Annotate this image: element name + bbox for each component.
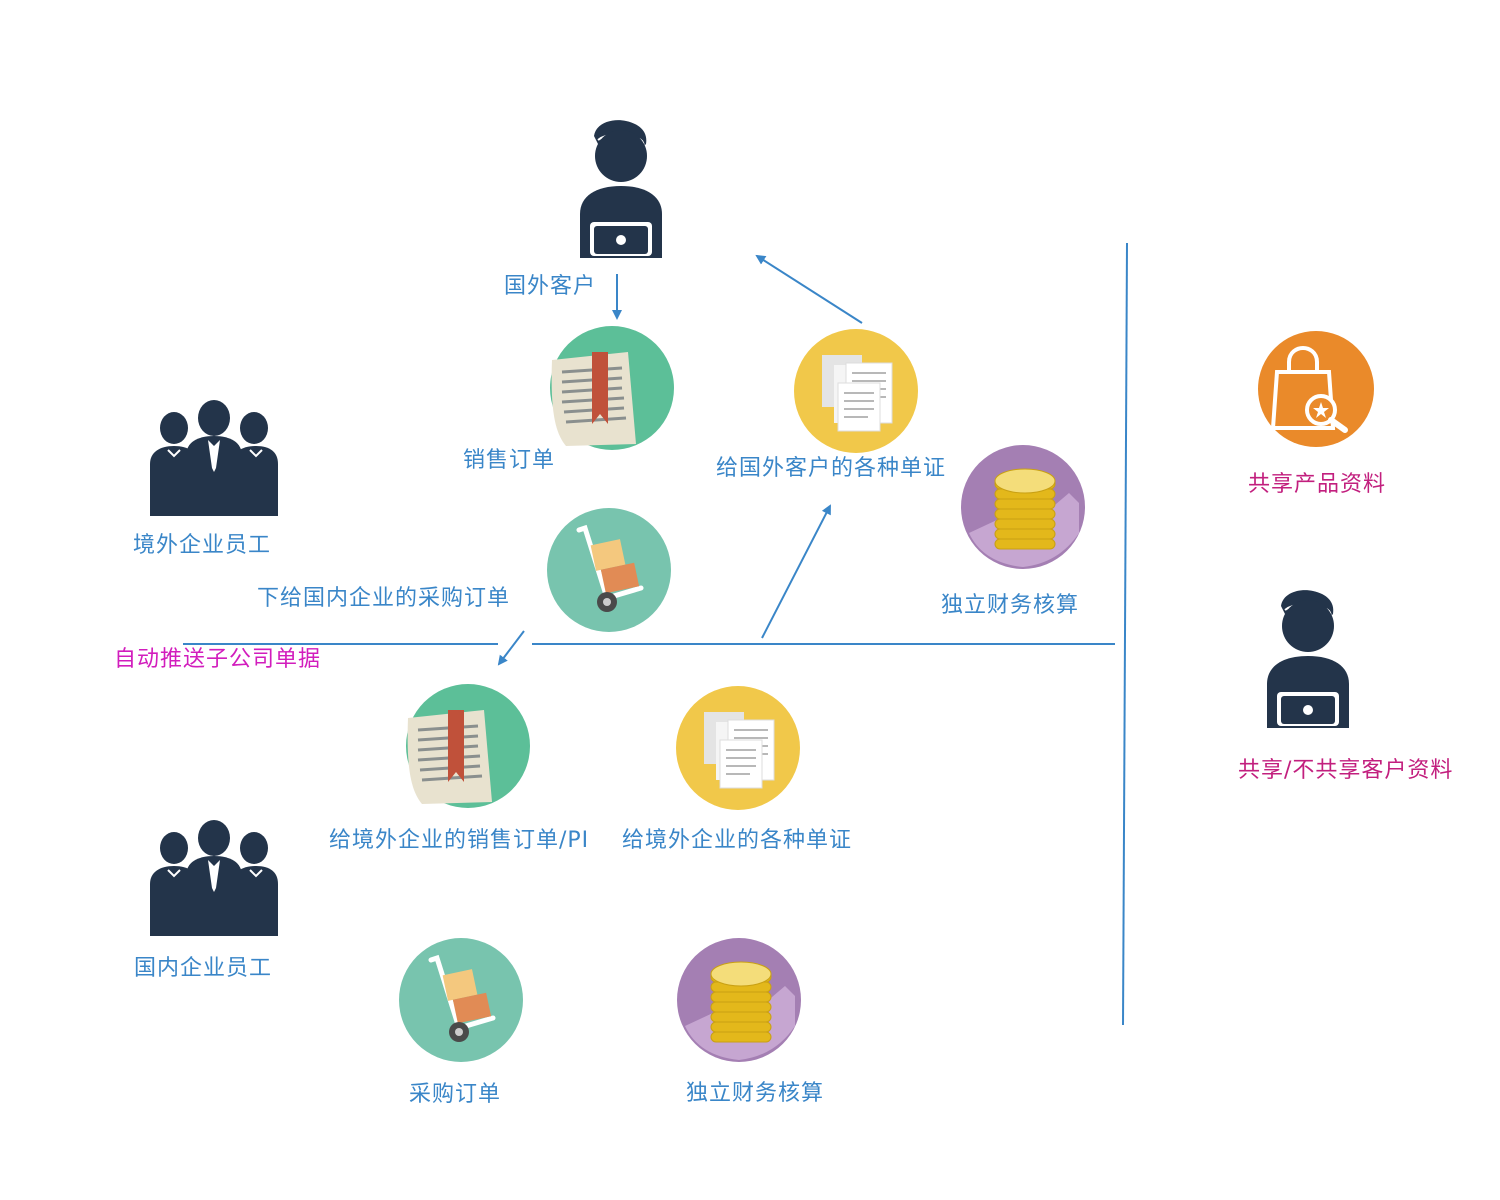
customer-laptop-icon	[578, 118, 664, 258]
label-docs-to-foreign-customer: 给国外客户的各种单证	[716, 456, 947, 481]
book-icon	[404, 682, 532, 810]
label-docs-to-foreign-enterprise: 给境外企业的各种单证	[622, 828, 853, 853]
label-sales-order: 销售订单	[463, 448, 556, 473]
team-icon	[150, 398, 280, 518]
documents-icon	[674, 684, 802, 812]
vertical-divider	[1122, 242, 1128, 1026]
label-customer-info-sharing: 共享/不共享客户资料	[1238, 758, 1454, 783]
arrow-docs-to-customer	[755, 254, 863, 324]
customer-laptop-icon	[1265, 588, 1351, 728]
trolley-icon	[397, 936, 525, 1064]
label-independent-accounting-top: 独立财务核算	[941, 593, 1080, 618]
coins-icon	[959, 443, 1087, 571]
documents-icon	[792, 327, 920, 455]
coins-icon	[675, 936, 803, 1064]
team-icon	[150, 818, 280, 938]
label-domestic-staff: 国内企业员工	[134, 956, 273, 981]
label-foreign-staff: 境外企业员工	[133, 533, 272, 558]
book-icon	[548, 324, 676, 452]
arrow-domestic-docs-up	[761, 504, 831, 639]
label-foreign-customer: 国外客户	[504, 274, 597, 299]
label-sales-order-pi: 给境外企业的销售订单/PI	[329, 828, 590, 853]
arrow-po-to-domestic	[497, 630, 525, 666]
trolley-icon	[545, 506, 673, 634]
shopping-bag-icon	[1257, 330, 1375, 448]
label-independent-accounting-bottom: 独立财务核算	[686, 1081, 825, 1106]
label-shared-product-info: 共享产品资料	[1248, 472, 1387, 497]
label-purchase-order: 采购订单	[409, 1082, 502, 1107]
label-purchase-order-to-domestic: 下给国内企业的采购订单	[257, 586, 511, 611]
label-auto-push: 自动推送子公司单据	[114, 647, 322, 672]
